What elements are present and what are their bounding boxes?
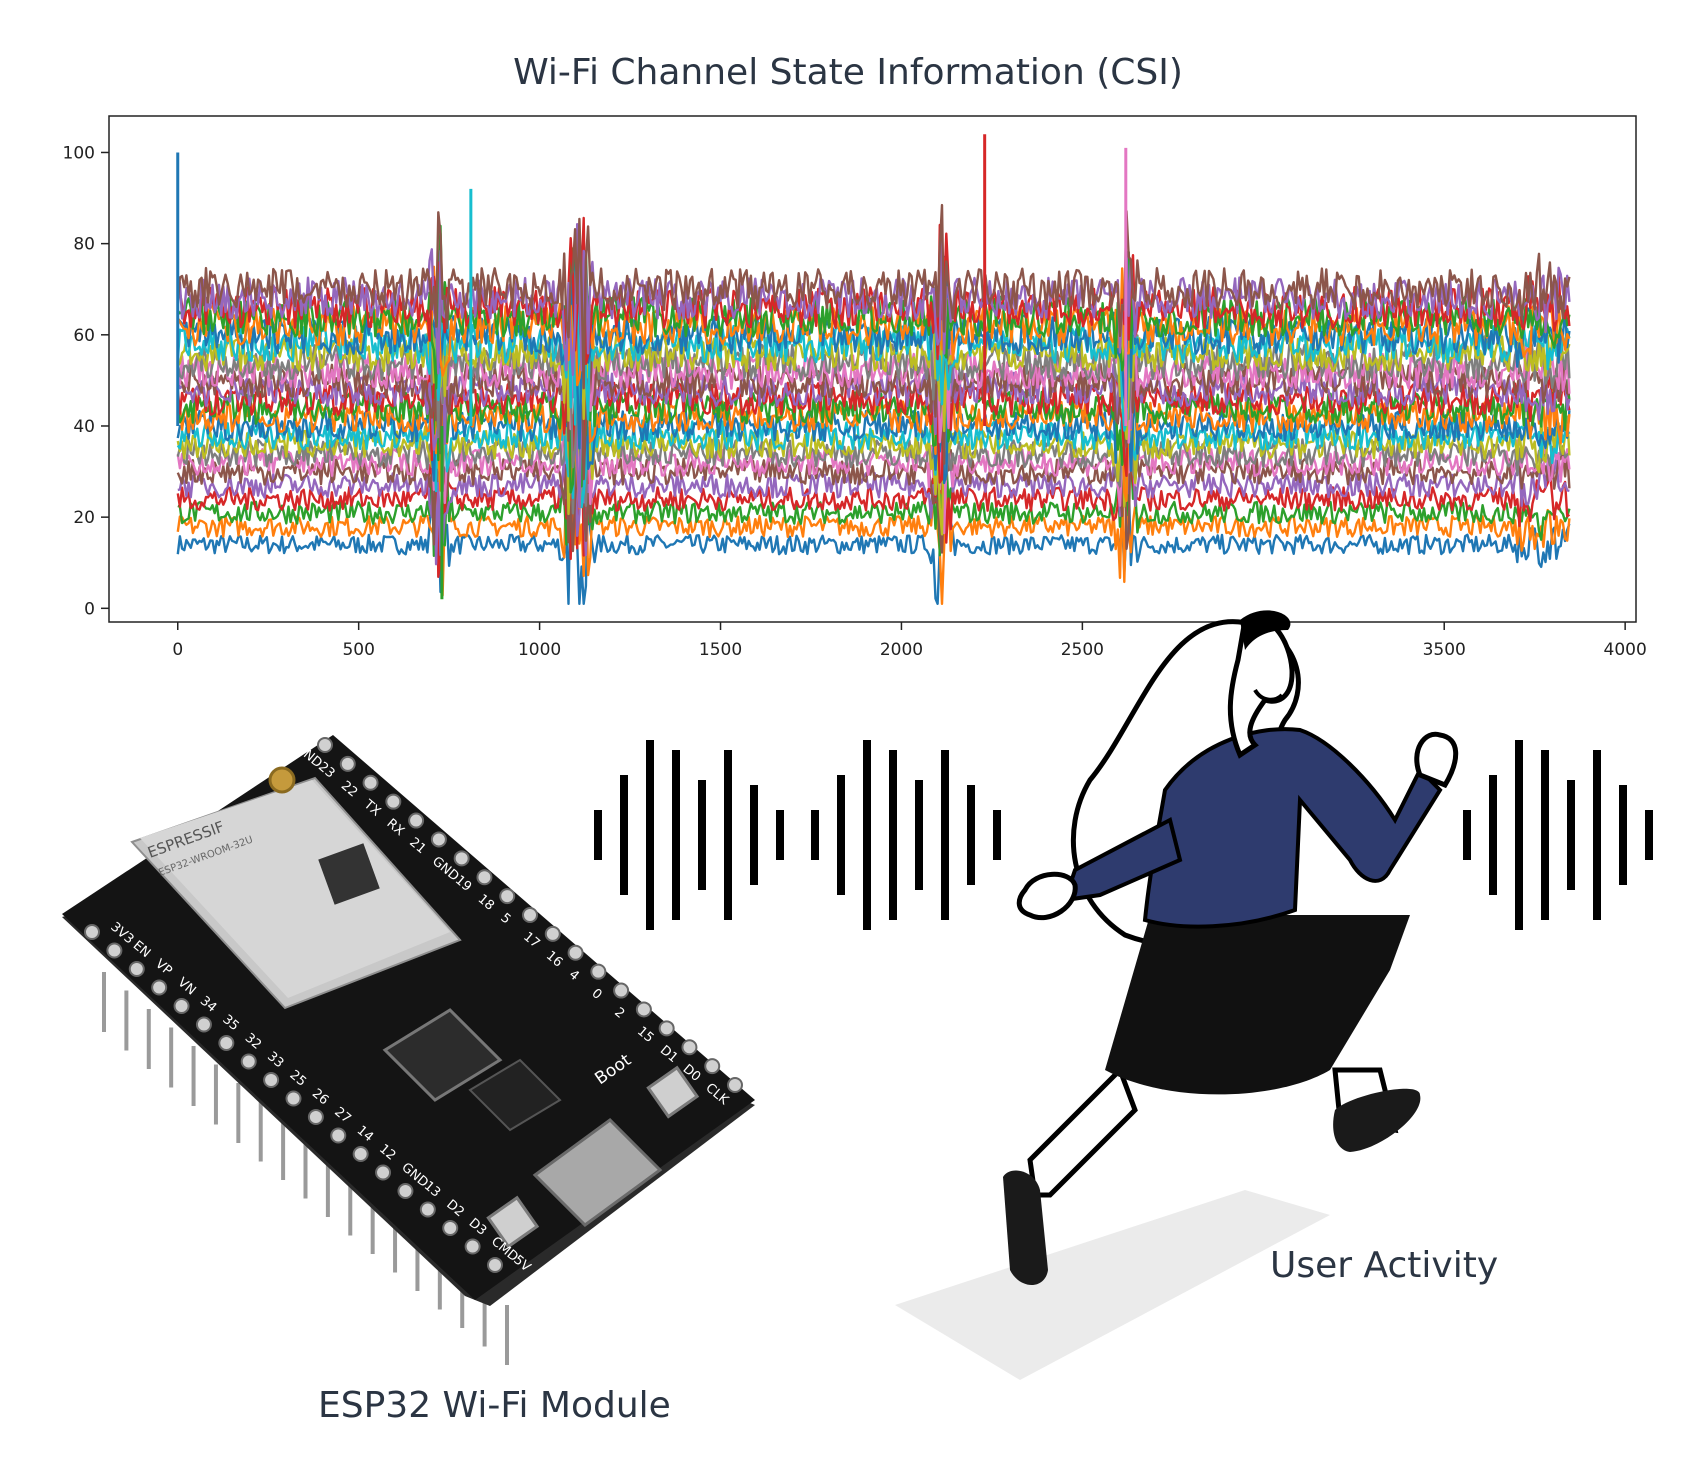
pin-hole: [464, 1238, 481, 1255]
x-tick-label: 1000: [518, 640, 561, 660]
back-arm: [1062, 817, 1183, 903]
user-activity-caption: User Activity: [1270, 1245, 1499, 1286]
pin-hole: [567, 944, 584, 961]
back-leg: [1027, 1065, 1138, 1198]
x-tick-label: 4000: [1604, 640, 1647, 660]
x-tick-label: 2500: [1061, 640, 1104, 660]
front-shoe: [1333, 1088, 1421, 1152]
pin-hole: [635, 1001, 652, 1018]
esp32-board-illustration: ESPRESSIF ESP32-WROOM-32U Boot 3V3ENVPVN…: [62, 735, 755, 1365]
pin-hole: [727, 1077, 743, 1093]
y-tick-label: 60: [73, 326, 95, 346]
usb-port: [532, 1118, 663, 1227]
pin-hole: [419, 1201, 436, 1218]
en-button: [486, 1195, 540, 1249]
pin-hole: [307, 1109, 324, 1125]
pin-hole: [658, 1020, 675, 1037]
csi-series-line: [176, 223, 1571, 376]
front-hand: [1414, 731, 1459, 789]
pin-hole: [317, 737, 333, 753]
csi-series-line: [176, 405, 1571, 554]
csi-series-line: [176, 473, 1571, 605]
csi-series-line: [176, 338, 1571, 494]
pin-hole: [544, 925, 561, 942]
y-axis: 0 20 40 60 80 100: [63, 143, 109, 619]
pin-hole: [375, 1164, 392, 1181]
pin-hole: [681, 1039, 698, 1056]
chart-title: Wi-Fi Channel State Information (CSI): [513, 52, 1183, 93]
pin-hole: [195, 1016, 212, 1033]
pin-hole: [218, 1035, 235, 1051]
wifi-module-top: [140, 780, 450, 998]
pin-hole: [339, 755, 356, 772]
pin-hole: [352, 1146, 369, 1162]
csi-series-line: [176, 436, 1571, 605]
pin-hole: [106, 942, 123, 959]
csi-series-line: [177, 287, 1571, 481]
usb-uart-chip: [468, 1058, 562, 1132]
csi-series-line: [176, 203, 1571, 390]
y-tick-label: 0: [84, 599, 95, 619]
pin-hole: [151, 979, 168, 996]
floor-shadow: [895, 1190, 1330, 1380]
x-tick-label: 2000: [880, 640, 923, 660]
back-hand: [1016, 871, 1078, 921]
y-tick-label: 100: [63, 143, 95, 163]
pin-hole: [285, 1090, 302, 1107]
csi-series-line: [176, 292, 1571, 444]
csi-series-line: [176, 411, 1571, 578]
qr-code: [318, 843, 380, 905]
signal-wave-icon: [594, 740, 784, 930]
pin-hole: [128, 961, 145, 977]
pin-hole: [240, 1053, 257, 1070]
pin-hole: [430, 831, 447, 848]
pin-hole: [397, 1183, 414, 1199]
walking-person-illustration: [895, 610, 1459, 1380]
boot-button: [646, 1065, 700, 1119]
pin-hole: [453, 850, 470, 867]
csi-series-line: [176, 353, 1571, 509]
pin-hole: [330, 1127, 347, 1144]
pin-hole: [590, 963, 607, 980]
x-tick-label: 0: [172, 640, 183, 660]
skirt: [1105, 915, 1410, 1095]
pin-hole: [522, 907, 538, 923]
pin-hole: [385, 793, 402, 810]
pin-hole: [704, 1058, 721, 1075]
pin-hole: [408, 812, 425, 829]
y-tick-label: 40: [73, 417, 95, 437]
pin-hole: [173, 998, 190, 1014]
jacket: [1142, 727, 1443, 929]
x-tick-label: 3500: [1423, 640, 1466, 660]
x-tick-label: 500: [342, 640, 374, 660]
pin-hole: [499, 888, 516, 905]
pin-hole: [476, 869, 493, 886]
esp32-caption: ESP32 Wi-Fi Module: [318, 1385, 671, 1426]
series-layer: [176, 134, 1571, 605]
pin-hole: [362, 774, 379, 791]
pin-hole: [442, 1220, 459, 1236]
back-shoe: [1003, 1170, 1048, 1285]
hair-bang: [1240, 610, 1291, 650]
x-axis: 05001000150020002500300035004000: [172, 622, 1647, 660]
x-tick-label: 1500: [699, 640, 742, 660]
pin-hole: [84, 924, 100, 940]
signal-wave-icon: [811, 740, 1001, 930]
pin-hole: [487, 1257, 503, 1273]
signal-wave-icon: [1463, 740, 1653, 930]
regulator-chip: [382, 1008, 503, 1102]
y-tick-label: 80: [73, 235, 95, 255]
mouth: [1253, 688, 1284, 702]
pin-hole: [263, 1072, 280, 1088]
pin-row-left: 3V3ENVPVN343532332526271412GND13D2D3CMD5…: [84, 920, 533, 1275]
antenna-connector: [268, 766, 296, 794]
y-tick-label: 20: [73, 508, 95, 528]
pin-hole: [613, 982, 630, 999]
